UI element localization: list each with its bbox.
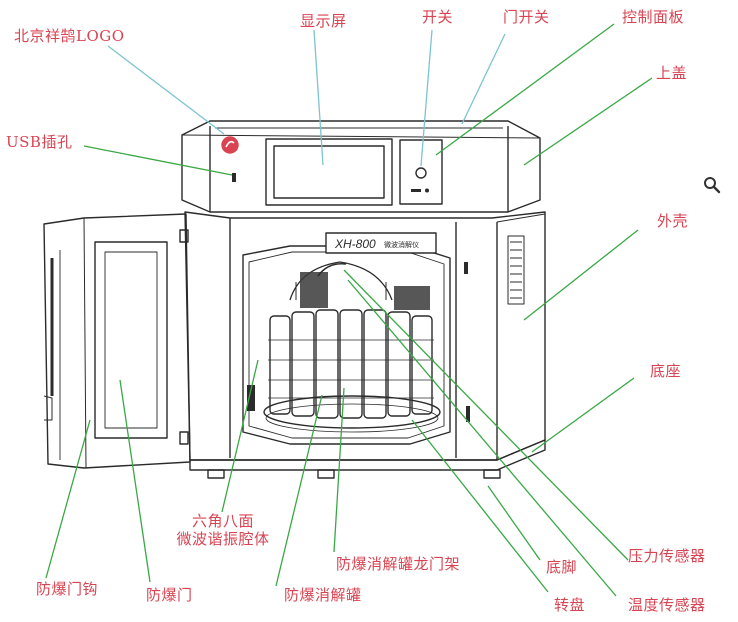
label-door-switch: 门开关 (503, 8, 550, 26)
top-cover (181, 120, 541, 213)
display-screen (265, 138, 393, 206)
label-base: 底座 (650, 362, 682, 380)
model-plate (325, 232, 437, 254)
label-usb-port: USB插孔 (6, 133, 73, 151)
vessels (268, 262, 434, 419)
label-housing: 外壳 (657, 212, 689, 230)
label-turntable: 转盘 (554, 596, 586, 614)
leader-lines (45, 23, 653, 597)
label-cavity: 六角八面 微波谐振腔体 (148, 512, 298, 548)
logo-mark (221, 136, 239, 154)
label-vessel: 防爆消解罐 (284, 586, 362, 604)
label-display: 显示屏 (300, 12, 347, 30)
base (189, 439, 546, 479)
explosion-proof-door (43, 213, 191, 469)
model-plate-text: XH-800 (334, 237, 376, 251)
label-door-hook: 防爆门钩 (36, 580, 99, 598)
label-door: 防爆门 (146, 586, 193, 604)
label-logo: 北京祥鹄LOGO (14, 27, 125, 45)
label-control-panel: 控制面板 (622, 8, 685, 26)
label-power-switch: 开关 (422, 8, 454, 26)
label-cavity-line1: 六角八面 (191, 512, 254, 530)
door-hook (179, 229, 189, 445)
magnifier-icon[interactable] (703, 176, 721, 194)
turntable (263, 395, 441, 433)
control-panel (399, 139, 443, 205)
gantry (289, 261, 393, 301)
model-plate-subtext: 微波消解仪 (384, 240, 419, 249)
usb-port (232, 173, 236, 182)
label-temp-sensor: 温度传感器 (628, 596, 706, 614)
label-pressure-sensor: 压力传感器 (628, 547, 706, 565)
label-cavity-line2: 微波谐振腔体 (176, 530, 270, 548)
label-gantry: 防爆消解罐龙门架 (336, 555, 461, 573)
label-foot: 底脚 (546, 558, 578, 576)
label-top-cover: 上盖 (656, 64, 688, 82)
